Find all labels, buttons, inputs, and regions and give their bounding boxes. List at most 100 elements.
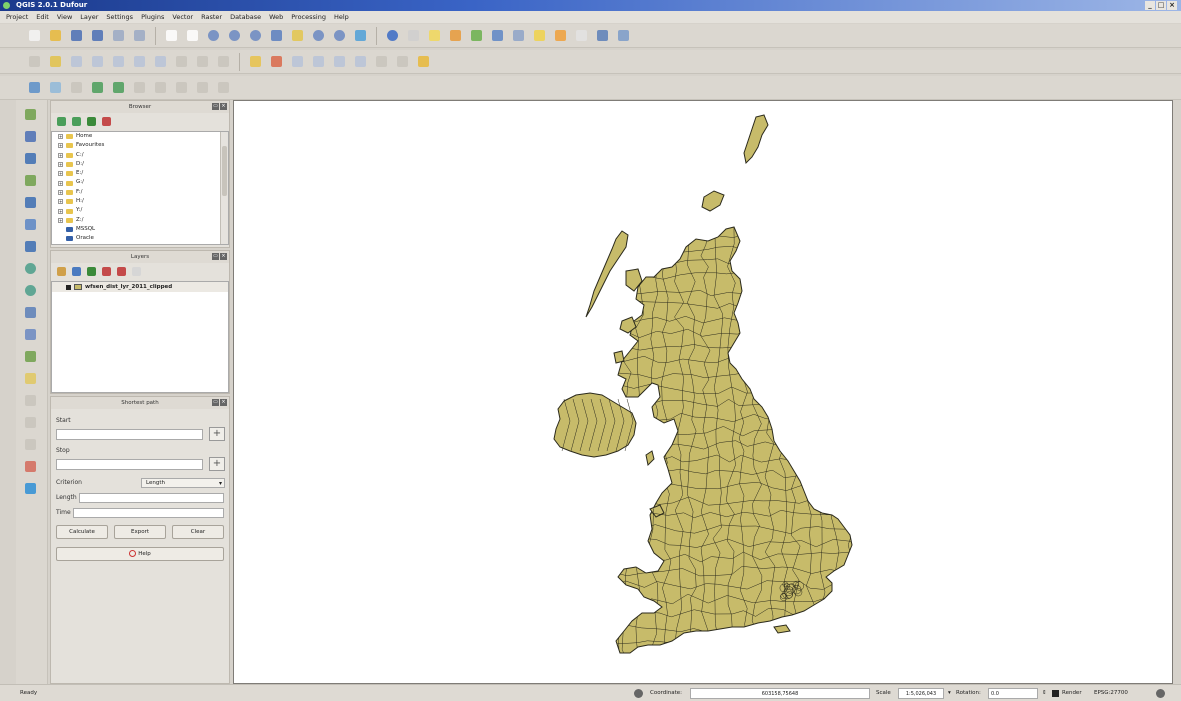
save-project-icon[interactable] (68, 27, 85, 44)
add-gpx-layer-icon[interactable] (22, 326, 42, 344)
open-layer-styling-icon[interactable] (57, 266, 66, 276)
add-wms-layer-icon[interactable] (22, 238, 42, 256)
expand-icon[interactable]: + (58, 171, 63, 177)
zoom-out-icon[interactable] (226, 27, 243, 44)
float-panel-icon[interactable]: ▭ (212, 399, 219, 406)
node-tool-icon[interactable] (131, 53, 148, 70)
scale-field[interactable]: 1:5,026,043 (898, 688, 944, 699)
add-virtual-layer-icon[interactable] (22, 436, 42, 454)
toggle-extents-icon[interactable] (634, 689, 643, 698)
copy-features-icon[interactable] (194, 53, 211, 70)
clear-button[interactable]: Clear (172, 525, 224, 539)
menu-project[interactable]: Project (6, 13, 29, 21)
menu-view[interactable]: View (56, 13, 73, 21)
add-openlayers-icon[interactable] (22, 480, 42, 498)
add-wcs-layer-icon[interactable] (22, 260, 42, 278)
tree-item[interactable]: Oracle (52, 234, 228, 243)
render-checkbox[interactable] (1052, 690, 1059, 697)
topology-checker-icon[interactable] (152, 79, 169, 96)
zoom-layer-icon[interactable] (289, 27, 306, 44)
label-tool-icon[interactable] (247, 53, 264, 70)
collapse-all-icon[interactable] (102, 116, 111, 126)
tree-item[interactable]: +H:/ (52, 197, 228, 206)
change-label-icon[interactable] (352, 53, 369, 70)
add-vector-layer-icon[interactable] (22, 106, 42, 124)
create-layer-icon[interactable] (22, 414, 42, 432)
deselect-icon[interactable] (447, 27, 464, 44)
help-button[interactable]: Help (56, 547, 224, 561)
add-gdal-layer-icon[interactable] (22, 458, 42, 476)
menu-vector[interactable]: Vector (172, 13, 194, 21)
label-settings-icon[interactable] (373, 53, 390, 70)
run-action-icon[interactable] (405, 27, 422, 44)
tree-item[interactable]: +C:/ (52, 151, 228, 160)
menu-settings[interactable]: Settings (106, 13, 134, 21)
layer-row[interactable]: wfsen_dist_lyr_2011_clipped (52, 282, 228, 292)
heatmap-icon[interactable] (110, 79, 127, 96)
tree-item[interactable]: +Y:/ (52, 206, 228, 215)
criterion-select[interactable]: Length (141, 478, 225, 488)
collapse-all-icon[interactable] (117, 266, 126, 276)
attribute-table-icon[interactable] (468, 27, 485, 44)
gps-tools-icon[interactable] (173, 79, 190, 96)
raster-calc-icon[interactable] (47, 79, 64, 96)
open-project-icon[interactable] (47, 27, 64, 44)
interpolation-icon[interactable] (131, 79, 148, 96)
tree-item[interactable]: +F:/ (52, 188, 228, 197)
expand-icon[interactable]: + (58, 134, 63, 140)
close-panel-icon[interactable]: × (220, 399, 227, 406)
new-shapefile-icon[interactable] (22, 348, 42, 366)
new-project-icon[interactable] (26, 27, 43, 44)
tree-item[interactable]: +D:/ (52, 160, 228, 169)
menu-help[interactable]: Help (333, 13, 349, 21)
browser-scrollbar[interactable] (220, 132, 228, 244)
pan-to-selection-icon[interactable] (184, 27, 201, 44)
database-icon[interactable] (26, 79, 43, 96)
tree-item[interactable]: +Z:/ (52, 216, 228, 225)
float-panel-icon[interactable]: ▭ (212, 103, 219, 110)
crs-status[interactable]: EPSG:27700 (1094, 690, 1128, 696)
maximize-button[interactable]: □ (1156, 1, 1166, 10)
toggle-editing-icon[interactable] (47, 53, 64, 70)
bookmark-icon[interactable] (552, 27, 569, 44)
add-group-icon[interactable] (72, 266, 81, 276)
close-panel-icon[interactable]: × (220, 103, 227, 110)
add-selected-icon[interactable] (72, 116, 81, 126)
add-feature-icon[interactable] (89, 53, 106, 70)
export-button[interactable]: Export (114, 525, 166, 539)
add-wfs-layer-icon[interactable] (22, 282, 42, 300)
add-raster-layer-icon[interactable] (22, 128, 42, 146)
refresh-icon[interactable] (352, 27, 369, 44)
menu-web[interactable]: Web (269, 13, 284, 21)
capture-start-point-button[interactable]: + (209, 427, 225, 441)
add-postgis-layer-icon[interactable] (22, 150, 42, 168)
add-mssql-layer-icon[interactable] (22, 194, 42, 212)
add-spatialite-layer-icon[interactable] (22, 172, 42, 190)
remove-layer-icon[interactable] (132, 266, 141, 276)
zoom-full-icon[interactable] (247, 27, 264, 44)
messages-icon[interactable] (1156, 689, 1165, 698)
expand-icon[interactable]: + (58, 217, 63, 223)
close-panel-icon[interactable]: × (220, 253, 227, 260)
rotation-field[interactable]: 0.0 (988, 688, 1038, 699)
paste-features-icon[interactable] (215, 53, 232, 70)
pan-map-icon[interactable] (163, 27, 180, 44)
add-delimited-text-icon[interactable] (22, 304, 42, 322)
spatial-query-icon[interactable] (89, 79, 106, 96)
measure-icon[interactable] (510, 27, 527, 44)
expand-icon[interactable]: + (58, 180, 63, 186)
menu-raster[interactable]: Raster (201, 13, 223, 21)
expand-icon[interactable]: + (58, 199, 63, 205)
menu-edit[interactable]: Edit (36, 13, 49, 21)
diagram-icon[interactable] (394, 53, 411, 70)
menu-layer[interactable]: Layer (80, 13, 99, 21)
identify-icon[interactable] (384, 27, 401, 44)
georeferencer-icon[interactable] (68, 79, 85, 96)
help-whats-this-icon[interactable] (615, 27, 632, 44)
expand-icon[interactable]: + (58, 152, 63, 158)
menu-database[interactable]: Database (230, 13, 262, 21)
zoom-in-icon[interactable] (205, 27, 222, 44)
move-feature-icon[interactable] (110, 53, 127, 70)
float-panel-icon[interactable]: ▭ (212, 253, 219, 260)
tree-item[interactable]: MSSQL (52, 225, 228, 234)
